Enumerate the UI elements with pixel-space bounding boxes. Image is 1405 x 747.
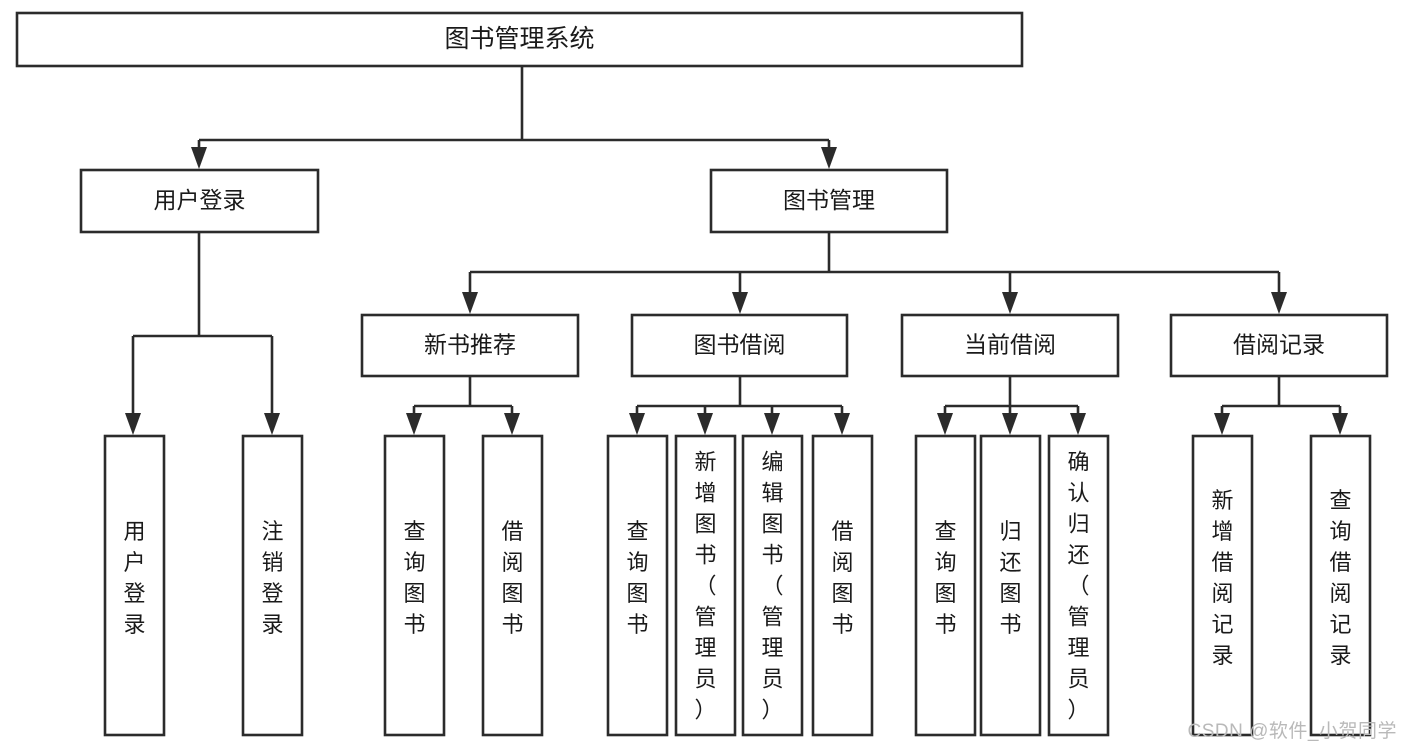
arrow-head-icon — [125, 413, 141, 435]
node-book-borrow[interactable]: 图书借阅 — [630, 313, 849, 378]
node-leaf-query-book-2[interactable]: 查询图书 — [606, 434, 669, 737]
node-label-leaf-borrow-book-1: 借阅图书 — [501, 519, 523, 637]
connector-branch-borrow-record — [1214, 376, 1348, 435]
node-root[interactable]: 图书管理系统 — [15, 11, 1024, 68]
arrow-head-icon — [834, 413, 850, 435]
node-box-leaf-add-book[interactable] — [674, 434, 737, 737]
node-label-book-manage: 图书管理 — [783, 187, 875, 213]
node-box-leaf-borrow-book-2[interactable] — [811, 434, 874, 737]
node-label-user-login: 用户登录 — [154, 187, 246, 213]
connector-branch-user-login — [125, 232, 280, 435]
node-new-book-recommend[interactable]: 新书推荐 — [360, 313, 580, 378]
node-label-book-borrow: 图书借阅 — [694, 332, 786, 358]
node-leaf-confirm-return[interactable]: 确认归还（管理员） — [1047, 434, 1110, 737]
node-leaf-query-record[interactable]: 查询借阅记录 — [1309, 434, 1372, 737]
node-label-new-book-recommend: 新书推荐 — [424, 332, 516, 358]
connector-branch-book-borrow — [629, 376, 850, 435]
arrow-head-icon — [629, 413, 645, 435]
connector-layer — [125, 66, 1348, 435]
node-box-leaf-add-record[interactable] — [1191, 434, 1254, 737]
arrow-head-icon — [697, 413, 713, 435]
arrow-head-icon — [1070, 413, 1086, 435]
node-user-login[interactable]: 用户登录 — [79, 168, 320, 234]
node-label-root: 图书管理系统 — [444, 25, 594, 53]
arrow-head-icon — [1271, 292, 1287, 314]
node-box-leaf-user-login[interactable] — [103, 434, 166, 737]
arrow-head-icon — [462, 292, 478, 314]
arrow-head-icon — [1214, 413, 1230, 435]
node-book-manage[interactable]: 图书管理 — [709, 168, 949, 234]
node-box-book-borrow[interactable] — [630, 313, 849, 378]
node-box-leaf-query-record[interactable] — [1309, 434, 1372, 737]
node-label-leaf-user-login: 用户登录 — [123, 519, 145, 637]
arrow-head-icon — [764, 413, 780, 435]
node-leaf-edit-book[interactable]: 编辑图书（管理员） — [741, 434, 804, 737]
node-leaf-user-login[interactable]: 用户登录 — [103, 434, 166, 737]
arrow-head-icon — [821, 147, 837, 169]
node-label-current-borrow: 当前借阅 — [964, 332, 1056, 358]
node-label-leaf-query-book-3: 查询图书 — [934, 519, 956, 637]
arrow-head-icon — [406, 413, 422, 435]
node-leaf-borrow-book-1[interactable]: 借阅图书 — [481, 434, 544, 737]
node-label-leaf-edit-book: 编辑图书（管理员） — [761, 450, 783, 723]
arrow-head-icon — [732, 292, 748, 314]
node-box-book-manage[interactable] — [709, 168, 949, 234]
node-leaf-borrow-book-2[interactable]: 借阅图书 — [811, 434, 874, 737]
node-leaf-logout[interactable]: 注销登录 — [241, 434, 304, 737]
arrow-head-icon — [1002, 413, 1018, 435]
connector-branch-new-book-recommend — [406, 376, 520, 435]
node-label-leaf-add-record: 新增借阅记录 — [1211, 488, 1233, 668]
node-label-borrow-record: 借阅记录 — [1233, 332, 1325, 358]
node-label-leaf-query-book-1: 查询图书 — [403, 519, 425, 637]
node-leaf-query-book-3[interactable]: 查询图书 — [914, 434, 977, 737]
node-label-leaf-logout: 注销登录 — [261, 519, 283, 637]
node-leaf-return-book[interactable]: 归还图书 — [979, 434, 1042, 737]
node-box-root[interactable] — [15, 11, 1024, 68]
node-box-leaf-query-book-3[interactable] — [914, 434, 977, 737]
node-layer: 图书管理系统用户登录图书管理新书推荐图书借阅当前借阅借阅记录用户登录注销登录查询… — [15, 11, 1389, 737]
arrow-head-icon — [1002, 292, 1018, 314]
node-box-leaf-borrow-book-1[interactable] — [481, 434, 544, 737]
connector-branch-book-manage — [462, 232, 1287, 314]
node-label-leaf-borrow-book-2: 借阅图书 — [831, 519, 853, 637]
node-label-leaf-add-book: 新增图书（管理员） — [694, 450, 716, 723]
connector-branch-root — [191, 66, 837, 169]
arrow-head-icon — [191, 147, 207, 169]
arrow-head-icon — [1332, 413, 1348, 435]
node-leaf-add-book[interactable]: 新增图书（管理员） — [674, 434, 737, 737]
node-borrow-record[interactable]: 借阅记录 — [1169, 313, 1389, 378]
node-box-leaf-confirm-return[interactable] — [1047, 434, 1110, 737]
node-box-user-login[interactable] — [79, 168, 320, 234]
node-box-leaf-edit-book[interactable] — [741, 434, 804, 737]
arrow-head-icon — [504, 413, 520, 435]
arrow-head-icon — [937, 413, 953, 435]
node-label-leaf-confirm-return: 确认归还（管理员） — [1067, 450, 1089, 723]
node-box-leaf-query-book-1[interactable] — [383, 434, 446, 737]
node-leaf-query-book-1[interactable]: 查询图书 — [383, 434, 446, 737]
node-current-borrow[interactable]: 当前借阅 — [900, 313, 1120, 378]
node-box-borrow-record[interactable] — [1169, 313, 1389, 378]
node-box-current-borrow[interactable] — [900, 313, 1120, 378]
node-label-leaf-query-book-2: 查询图书 — [626, 519, 648, 637]
node-box-leaf-query-book-2[interactable] — [606, 434, 669, 737]
node-leaf-add-record[interactable]: 新增借阅记录 — [1191, 434, 1254, 737]
node-box-leaf-return-book[interactable] — [979, 434, 1042, 737]
node-box-new-book-recommend[interactable] — [360, 313, 580, 378]
connector-branch-current-borrow — [937, 376, 1086, 435]
arrow-head-icon — [264, 413, 280, 435]
node-label-leaf-return-book: 归还图书 — [999, 519, 1021, 637]
node-box-leaf-logout[interactable] — [241, 434, 304, 737]
node-label-leaf-query-record: 查询借阅记录 — [1329, 488, 1351, 668]
